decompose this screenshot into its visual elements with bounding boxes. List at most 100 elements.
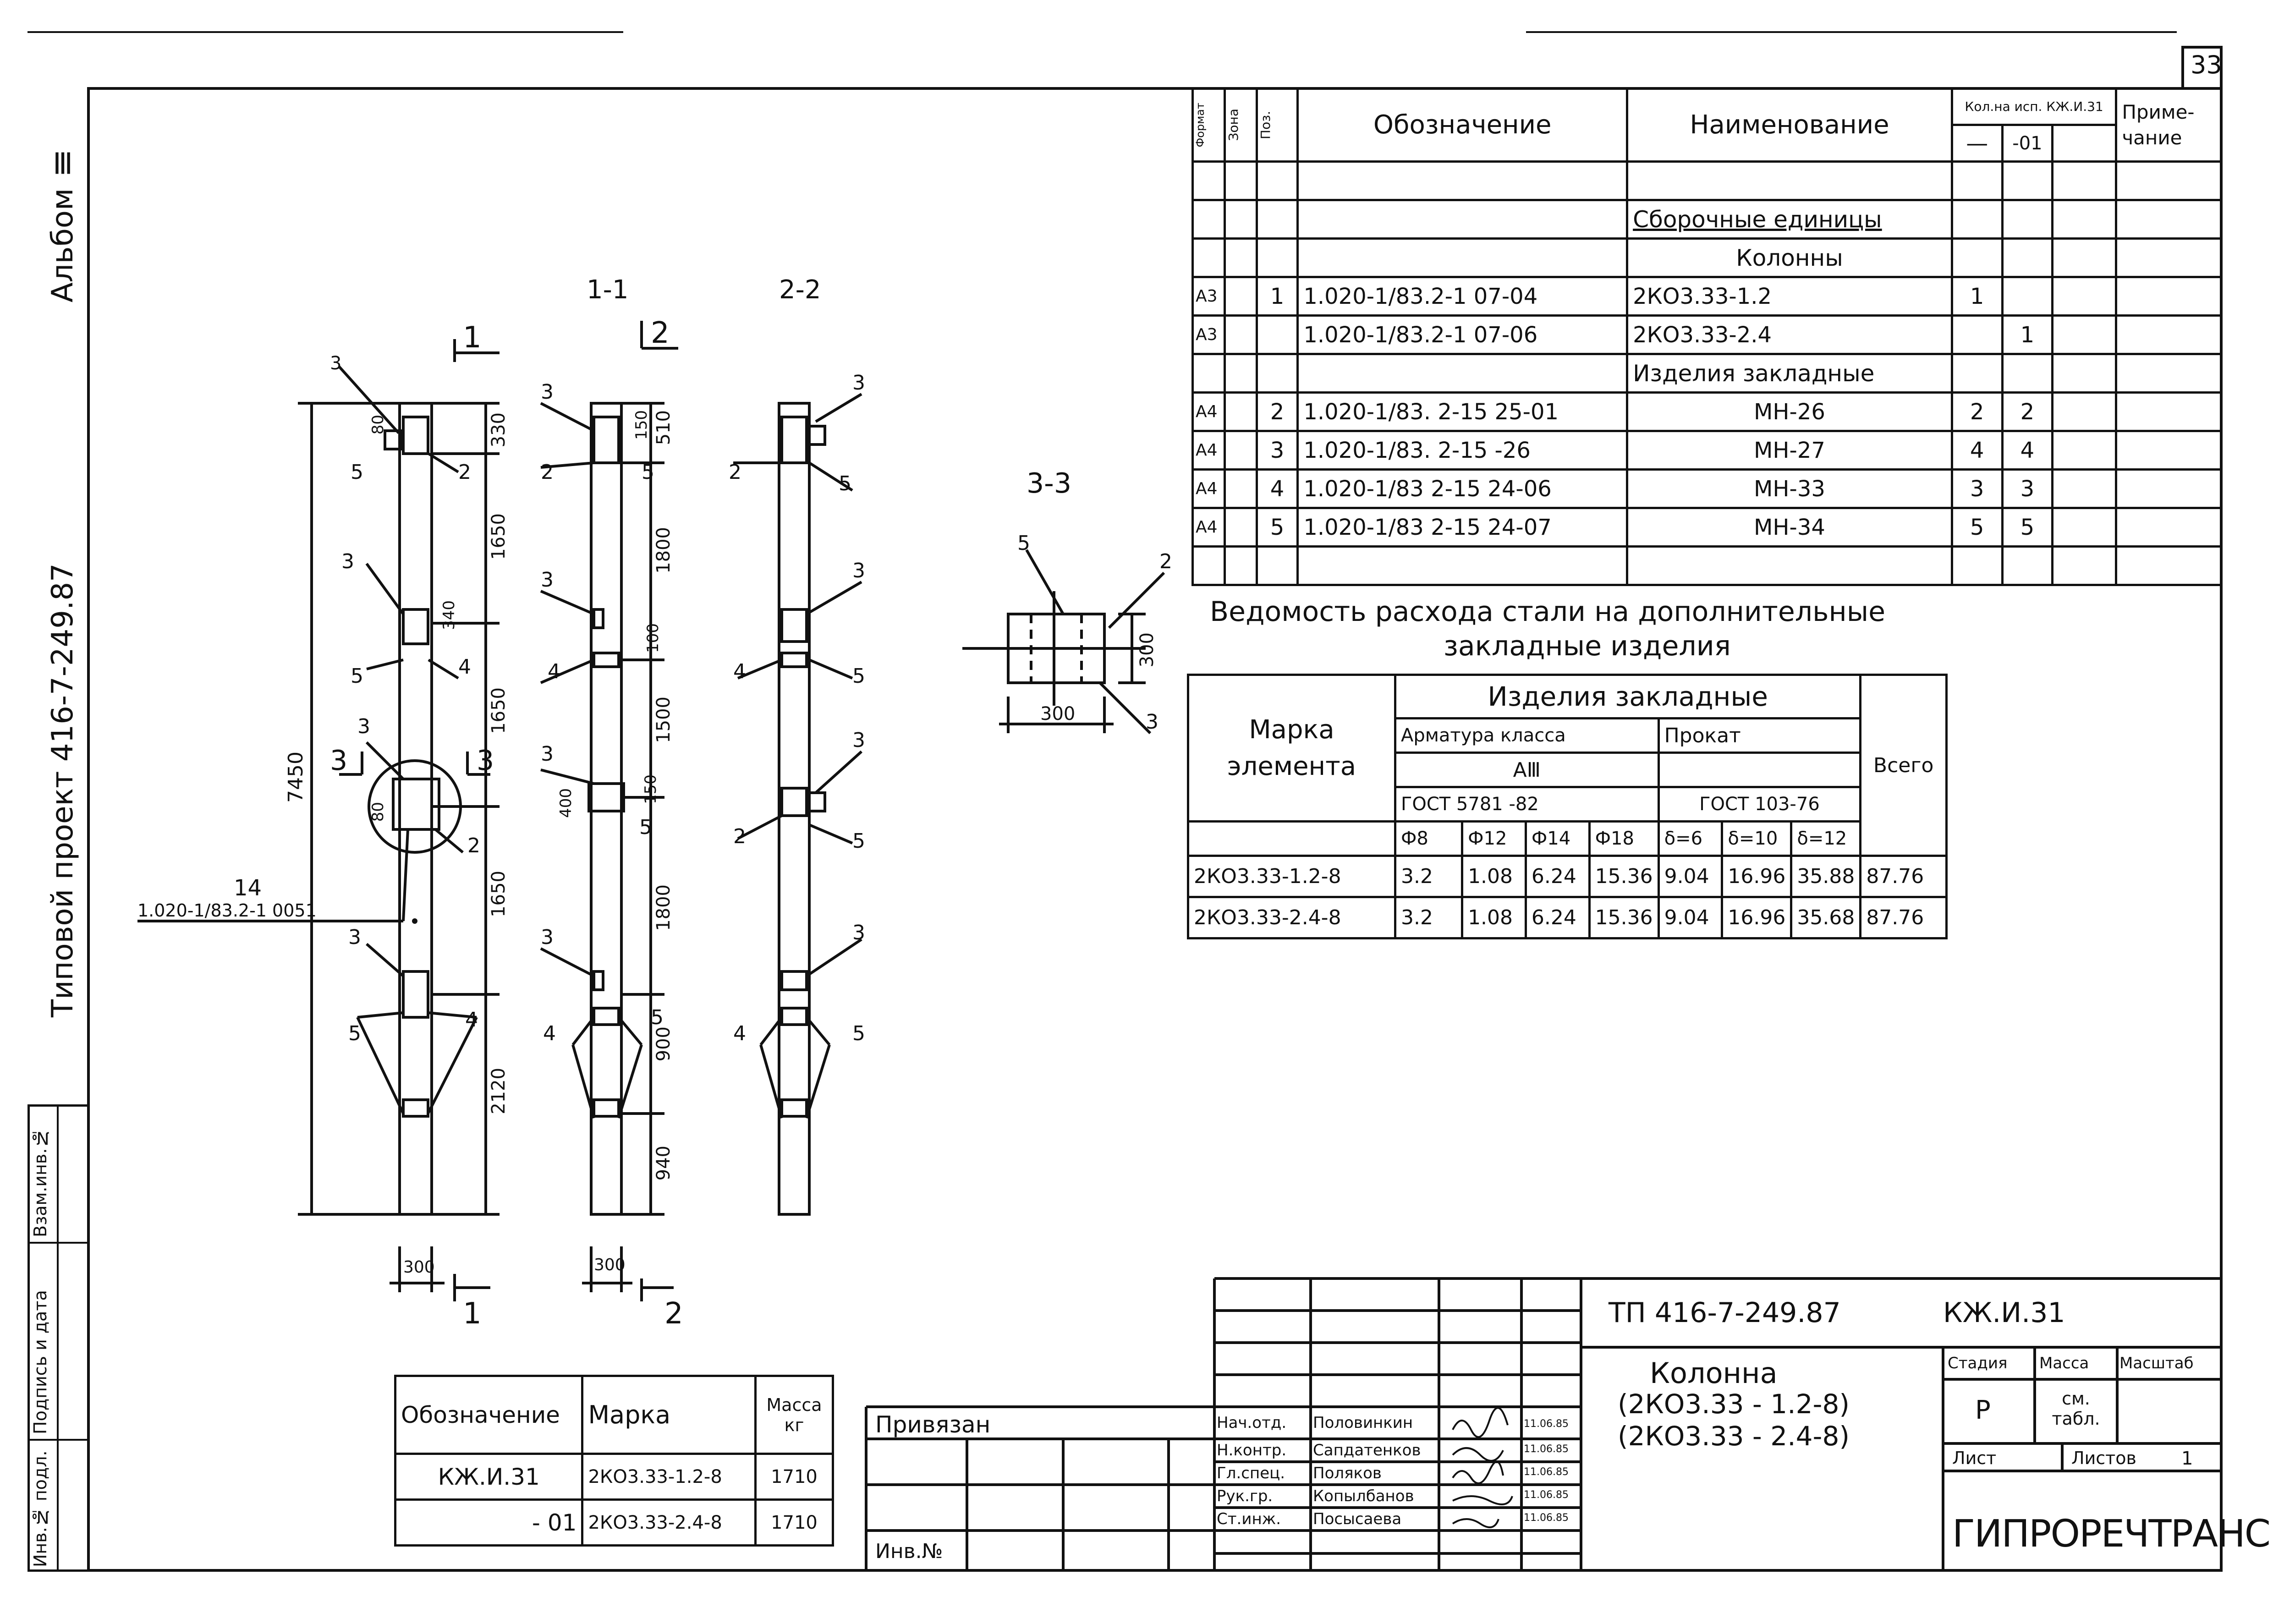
steel-title-2: закладные изделия [1444,630,1731,662]
tb-dates-2: 11.06.85 [1524,1466,1569,1478]
dim-2120: 2120 [488,1068,509,1114]
embed-top-side [384,429,403,450]
tb-project-code: ТП 416-7-249.87 [1609,1297,1841,1329]
dim-1650a: 1650 [488,513,509,560]
dim-1650c: 1650 [488,871,509,917]
cut-mark-2-bottom: 2 [664,1297,683,1331]
dim-total: 7450 [284,752,307,803]
spec-h-format: Формат [1191,87,1226,163]
pos-5: 5 [839,472,851,495]
callout-ref: 1.020-1/83.2-1 0051 [137,900,317,921]
tb-mass: см. табл. [2052,1388,2100,1429]
marks-row: КЖ.И.31 2КО3.33-1.2-8 1710 [394,1453,835,1501]
pos-3: 3 [541,380,554,404]
pos-4: 4 [465,1008,478,1031]
pos-4: 4 [458,655,471,679]
cut-mark-2-top: 2 [651,316,670,350]
column-elevation-body [398,402,433,1216]
dim-80b: 80 [369,802,387,822]
pos-3: 3 [541,742,554,766]
pos-3: 3 [348,926,361,949]
tb-dates-4: 11.06.85 [1524,1512,1569,1524]
cut-mark-3-right: 3 [477,745,494,777]
dim-80a: 80 [369,415,387,435]
pos-3: 3 [852,729,865,752]
spec-h-pos: Поз. [1255,87,1299,163]
tb-name-3: (2КО3.33 - 2.4-8) [1618,1421,1850,1452]
tb-dates-0: 11.06.85 [1524,1418,1569,1430]
spec-group-columns: Колонны [1626,237,1953,278]
embed-mid1 [402,608,429,645]
column-section-2-2 [778,402,811,1216]
pos-2: 2 [729,461,741,484]
tb-roles-4: Ст.инж. [1217,1510,1281,1528]
pos-3: 3 [541,926,554,949]
spec-h-zone: Зона [1223,87,1258,163]
spec-h-note: Приме-чание [2115,87,2223,163]
steel-h-rolled: Прокат [1657,717,1862,754]
top-rule-right [1526,31,2177,33]
tb-names-3: Копылбанов [1313,1487,1414,1505]
dim-400: 400 [557,788,575,818]
section-label-2-2: 2-2 [779,275,821,305]
pos-3: 3 [852,921,865,944]
stamp-divider-1 [27,1242,89,1244]
spec-h-qty-a: — [1950,124,2004,163]
dim-300-s11: 300 [594,1256,626,1274]
dim-1650b: 1650 [488,687,509,734]
tb-roles-1: Н.контр. [1217,1441,1287,1459]
pos-5: 5 [651,1006,664,1029]
privyazan-label: Привязан [875,1411,991,1438]
tb-names-1: Сапдатенков [1313,1441,1421,1459]
pos-5: 5 [642,461,654,484]
tb-sheet-h: Лист [1952,1448,1997,1468]
pos-4: 4 [733,660,746,683]
spec-group-embeds: Изделия закладные [1626,353,1953,394]
pos-5: 5 [351,461,363,484]
embed-top [402,416,429,455]
pos-4: 4 [543,1022,556,1045]
tb-names-2: Поляков [1313,1464,1382,1482]
tb-roles-3: Рук.гр. [1217,1487,1273,1505]
dim-1800b: 1800 [653,884,674,931]
pos-3: 3 [852,559,865,582]
embed-bottom [402,1098,429,1118]
dim-330: 330 [488,412,509,448]
spec-h-qty: Кол.на исп. КЖ.И.31 [1950,87,2118,126]
dim-340: 340 [440,600,458,630]
pos-5: 5 [852,1022,865,1045]
top-rule-left [27,31,623,33]
dim-300-s33: 300 [1040,703,1076,724]
dim-900: 900 [653,1026,674,1062]
section-label-3-3: 3-3 [1027,467,1071,499]
tb-name-1: Колонна [1650,1356,1778,1390]
dim-300-s33-h: 300 [1136,632,1158,668]
tb-sheets: 1 [2181,1448,2193,1469]
pos-4: 4 [733,1022,746,1045]
pos-5: 5 [1017,532,1030,555]
tb-org: ГИПРОРЕЧТРАНС [1952,1512,2271,1556]
tb-mass-h: Масса [2039,1354,2089,1372]
dim-940: 940 [653,1146,674,1181]
steel-h-items: Изделия закладные [1394,674,1862,719]
dim-150b: 150 [642,774,660,804]
spec-h-designation: Обозначение [1296,87,1629,163]
embed-mid3 [402,970,429,1019]
tb-stage: Р [1975,1395,1991,1425]
steel-h-rolled-gost: ГОСТ 103-76 [1657,786,1862,823]
pos-4: 4 [548,660,560,683]
steel-h-total: Всего [1859,674,1948,857]
pos-2: 2 [467,834,480,857]
steel-h-rebar: Арматура класса [1394,717,1660,754]
sheet-frame [87,87,2223,1572]
tb-sheet-code: КЖ.И.31 [1943,1297,2065,1329]
pos-3: 3 [1146,710,1158,734]
